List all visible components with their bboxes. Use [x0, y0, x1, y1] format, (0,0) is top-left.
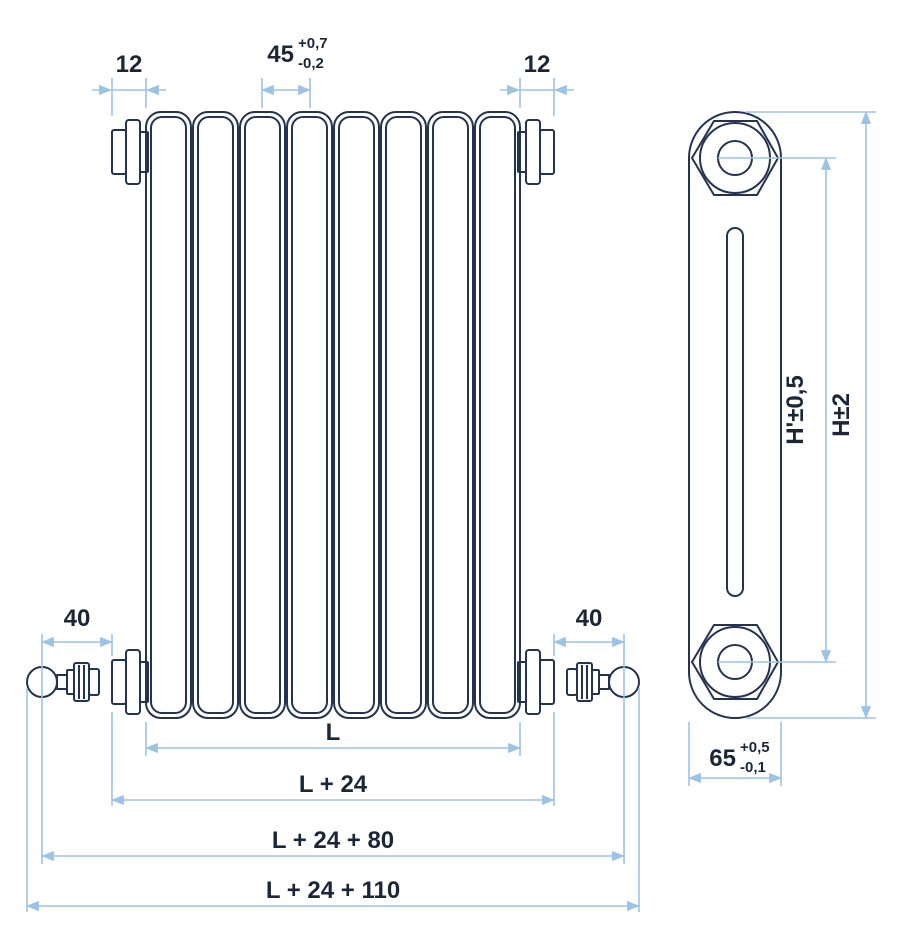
tube-outer: [333, 111, 380, 719]
side-groove: [726, 227, 744, 597]
radiator-front-view: [26, 111, 640, 719]
top-left-connection: [111, 119, 149, 185]
connection-plug: [111, 659, 127, 705]
radiator-side-view: [688, 111, 782, 719]
connection-ring: [125, 649, 141, 715]
dim-label-65: 65: [709, 745, 736, 772]
bottom-right-connection: [517, 649, 555, 715]
tube-outer: [192, 111, 239, 719]
connection-ring: [525, 649, 541, 715]
tube-inner: [150, 116, 187, 714]
dim-tolerance-45-plus: +0,7: [298, 35, 328, 52]
tube-inner: [197, 116, 234, 714]
connection-neck: [139, 131, 149, 173]
tube-inner: [291, 116, 328, 714]
bottom-hex-nut: [691, 624, 779, 700]
dim-label-45: 45: [267, 41, 294, 68]
valve-collar: [66, 669, 75, 695]
connection-plug: [539, 659, 555, 705]
tube-outer: [427, 111, 474, 719]
valve-nut: [88, 668, 100, 696]
valve-collar: [591, 669, 600, 695]
tube-inner: [479, 116, 516, 714]
tube-outer: [145, 111, 192, 719]
valve-body: [73, 662, 90, 702]
right-valve: [566, 662, 640, 702]
dim-tolerance-65-minus: -0,1: [740, 759, 766, 776]
dim-label-H: H±2: [828, 393, 855, 437]
valve-stem: [598, 674, 610, 690]
dim-tolerance-65-plus: +0,5: [740, 739, 770, 756]
dimension-lines: [26, 78, 876, 912]
valve-stem: [56, 674, 68, 690]
valve-body: [576, 662, 593, 702]
valve-nut: [566, 668, 578, 696]
connection-ring: [125, 119, 141, 185]
dim-label-L24110: L + 24 + 110: [266, 877, 400, 904]
top-hex-nut: [691, 120, 779, 196]
tube-inner: [432, 116, 469, 714]
left-valve: [26, 662, 100, 702]
dim-label-12-left: 12: [116, 51, 143, 78]
dim-label-12-right: 12: [524, 51, 551, 78]
tube-outer: [474, 111, 521, 719]
radiator-tubes: [145, 111, 521, 719]
tube-inner: [338, 116, 375, 714]
tube-outer: [286, 111, 333, 719]
connection-plug: [539, 129, 555, 175]
bottom-left-connection: [111, 649, 149, 715]
tube-outer: [380, 111, 427, 719]
side-body-outline: [688, 111, 782, 719]
dim-label-H-prime: H'±0,5: [782, 375, 809, 445]
dim-label-L: L: [326, 719, 341, 746]
dim-label-40-right: 40: [576, 605, 603, 632]
top-right-connection: [517, 119, 555, 185]
connection-neck: [139, 661, 149, 703]
dim-label-L2480: L + 24 + 80: [272, 827, 394, 854]
connection-plug: [111, 129, 127, 175]
dimension-labels: 12 45 +0,7 -0,2 12 40 40 L L + 24 L + 24…: [64, 35, 855, 904]
tube-inner: [244, 116, 281, 714]
dim-label-40-left: 40: [64, 605, 91, 632]
connection-ring: [525, 119, 541, 185]
dim-tolerance-45-minus: -0,2: [298, 55, 324, 72]
tube-outer: [239, 111, 286, 719]
tube-inner: [385, 116, 422, 714]
dim-label-L24: L + 24: [299, 771, 368, 798]
